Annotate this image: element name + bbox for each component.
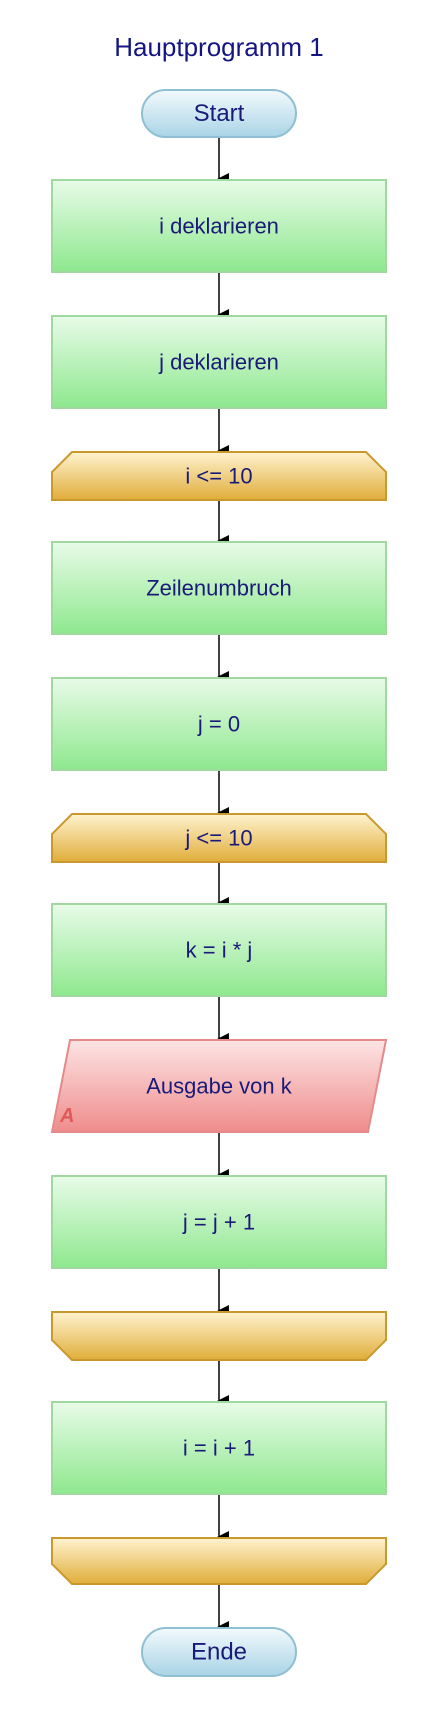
process-shape (51, 903, 387, 997)
loop-start-node-i-10: i <= 10 (51, 451, 387, 501)
node-label: Zeilenumbruch (146, 576, 292, 601)
process-shape (51, 677, 387, 771)
process-node-i-deklarieren: i deklarieren (51, 179, 387, 273)
node-label: k = i * j (186, 938, 253, 963)
loop-start-shape (51, 451, 387, 501)
process-node-j-j-1: j = j + 1 (51, 1175, 387, 1269)
terminal-node-start: Start (141, 89, 297, 138)
loop-end-shape (51, 1537, 387, 1585)
io-shape (50, 1039, 388, 1133)
loop-end-shape (51, 1311, 387, 1361)
process-shape (51, 179, 387, 273)
node-label: j = j + 1 (182, 1210, 255, 1235)
node-label: i deklarieren (159, 214, 279, 239)
loop-start-shape (51, 813, 387, 863)
process-shape (51, 541, 387, 635)
terminal-node-ende: Ende (141, 1627, 297, 1677)
process-shape (51, 1401, 387, 1495)
loop-start-node-j-10: j <= 10 (51, 813, 387, 863)
process-node-k-i-j: k = i * j (51, 903, 387, 997)
process-shape (51, 1175, 387, 1269)
terminal-shape (141, 89, 297, 138)
process-node-j-0: j = 0 (51, 677, 387, 771)
io-marker: A (59, 1105, 74, 1127)
diagram-title: Hauptprogramm 1 (114, 32, 324, 62)
process-node-i-i-1: i = i + 1 (51, 1401, 387, 1495)
node-label: i = i + 1 (183, 1436, 255, 1461)
node-label: Ende (191, 1639, 247, 1666)
loop-end-node-11 (51, 1311, 387, 1361)
node-label: j deklarieren (158, 350, 279, 375)
node-label: Ausgabe von k (146, 1074, 293, 1099)
io-node-ausgabe-von-k: A Ausgabe von k (50, 1039, 388, 1133)
process-node-j-deklarieren: j deklarieren (51, 315, 387, 409)
node-label: i <= 10 (185, 464, 252, 489)
nodes: Start i deklarieren j deklarieren i <= 10 Ze… (50, 89, 388, 1677)
node-label: j = 0 (197, 712, 240, 737)
node-label: Start (194, 100, 245, 127)
process-shape (51, 315, 387, 409)
loop-end-node-13 (51, 1537, 387, 1585)
process-node-zeilenumbruch: Zeilenumbruch (51, 541, 387, 635)
terminal-shape (141, 1627, 297, 1677)
node-label: j <= 10 (184, 826, 252, 851)
